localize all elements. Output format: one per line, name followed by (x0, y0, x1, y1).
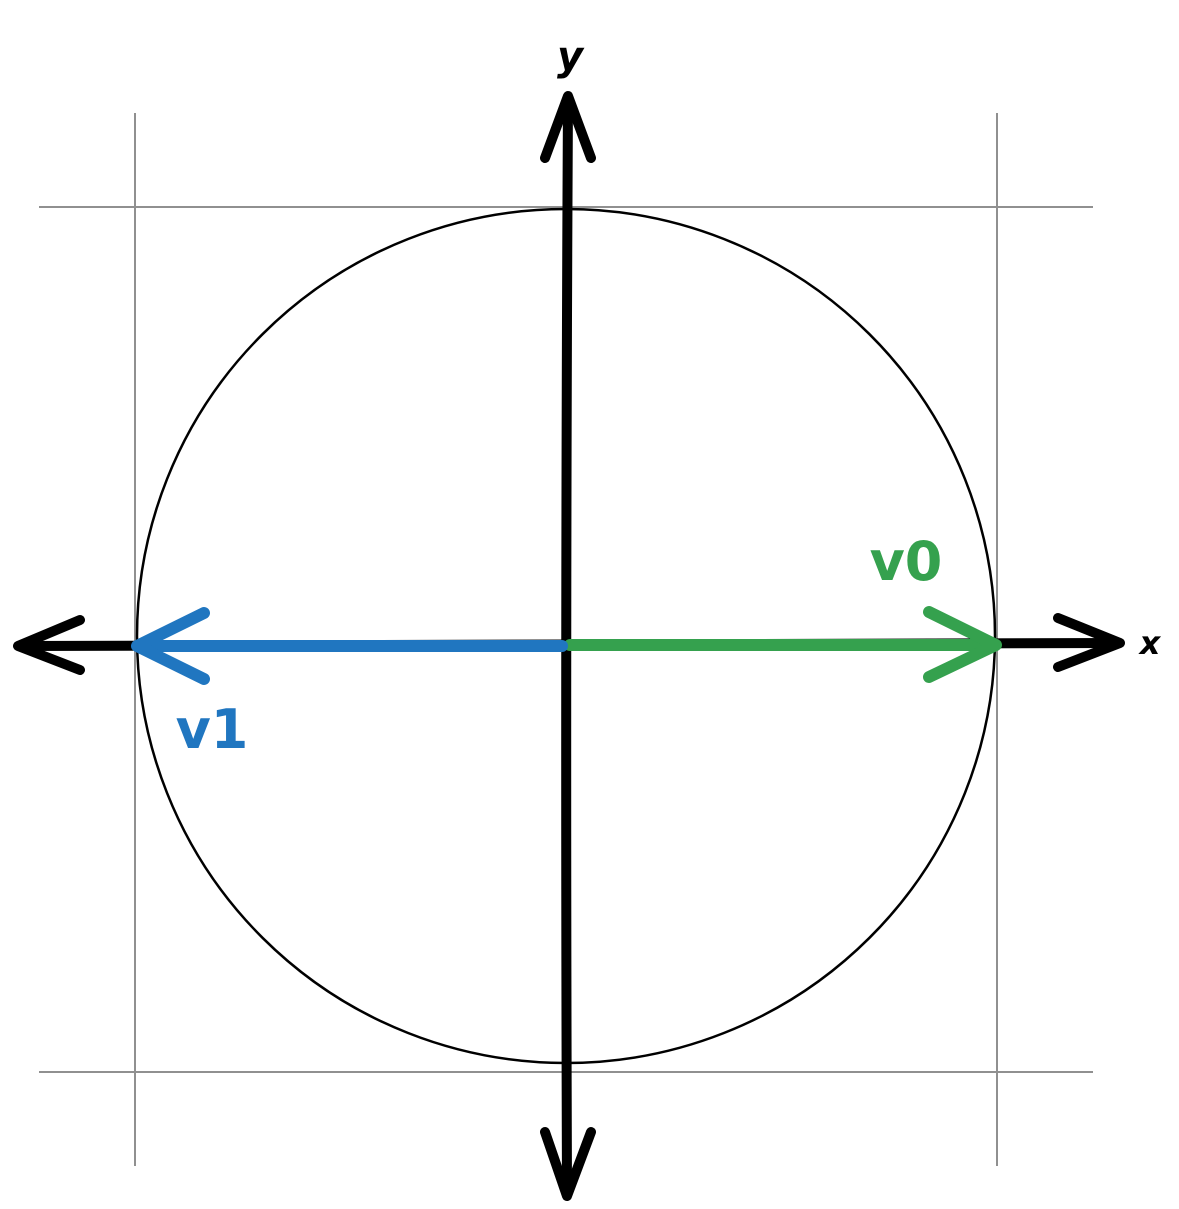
x-axis-arrowhead-left (13, 615, 85, 675)
vector-v1-arrowhead (131, 607, 210, 685)
vector-v0: v0 (564, 530, 1002, 683)
x-axis-label: x (1138, 624, 1162, 662)
vector-v1-label: v1 (176, 698, 249, 761)
y-axis-arrowhead-down (540, 1127, 596, 1201)
vector-v0-arrowhead (923, 606, 1002, 683)
x-axis-arrowhead-right (1053, 613, 1125, 672)
y-axis-arrowhead-up (540, 91, 596, 163)
vector-v0-label: v0 (870, 530, 943, 593)
vector-v1: v1 (131, 607, 568, 761)
y-axis-label: y (557, 34, 585, 80)
